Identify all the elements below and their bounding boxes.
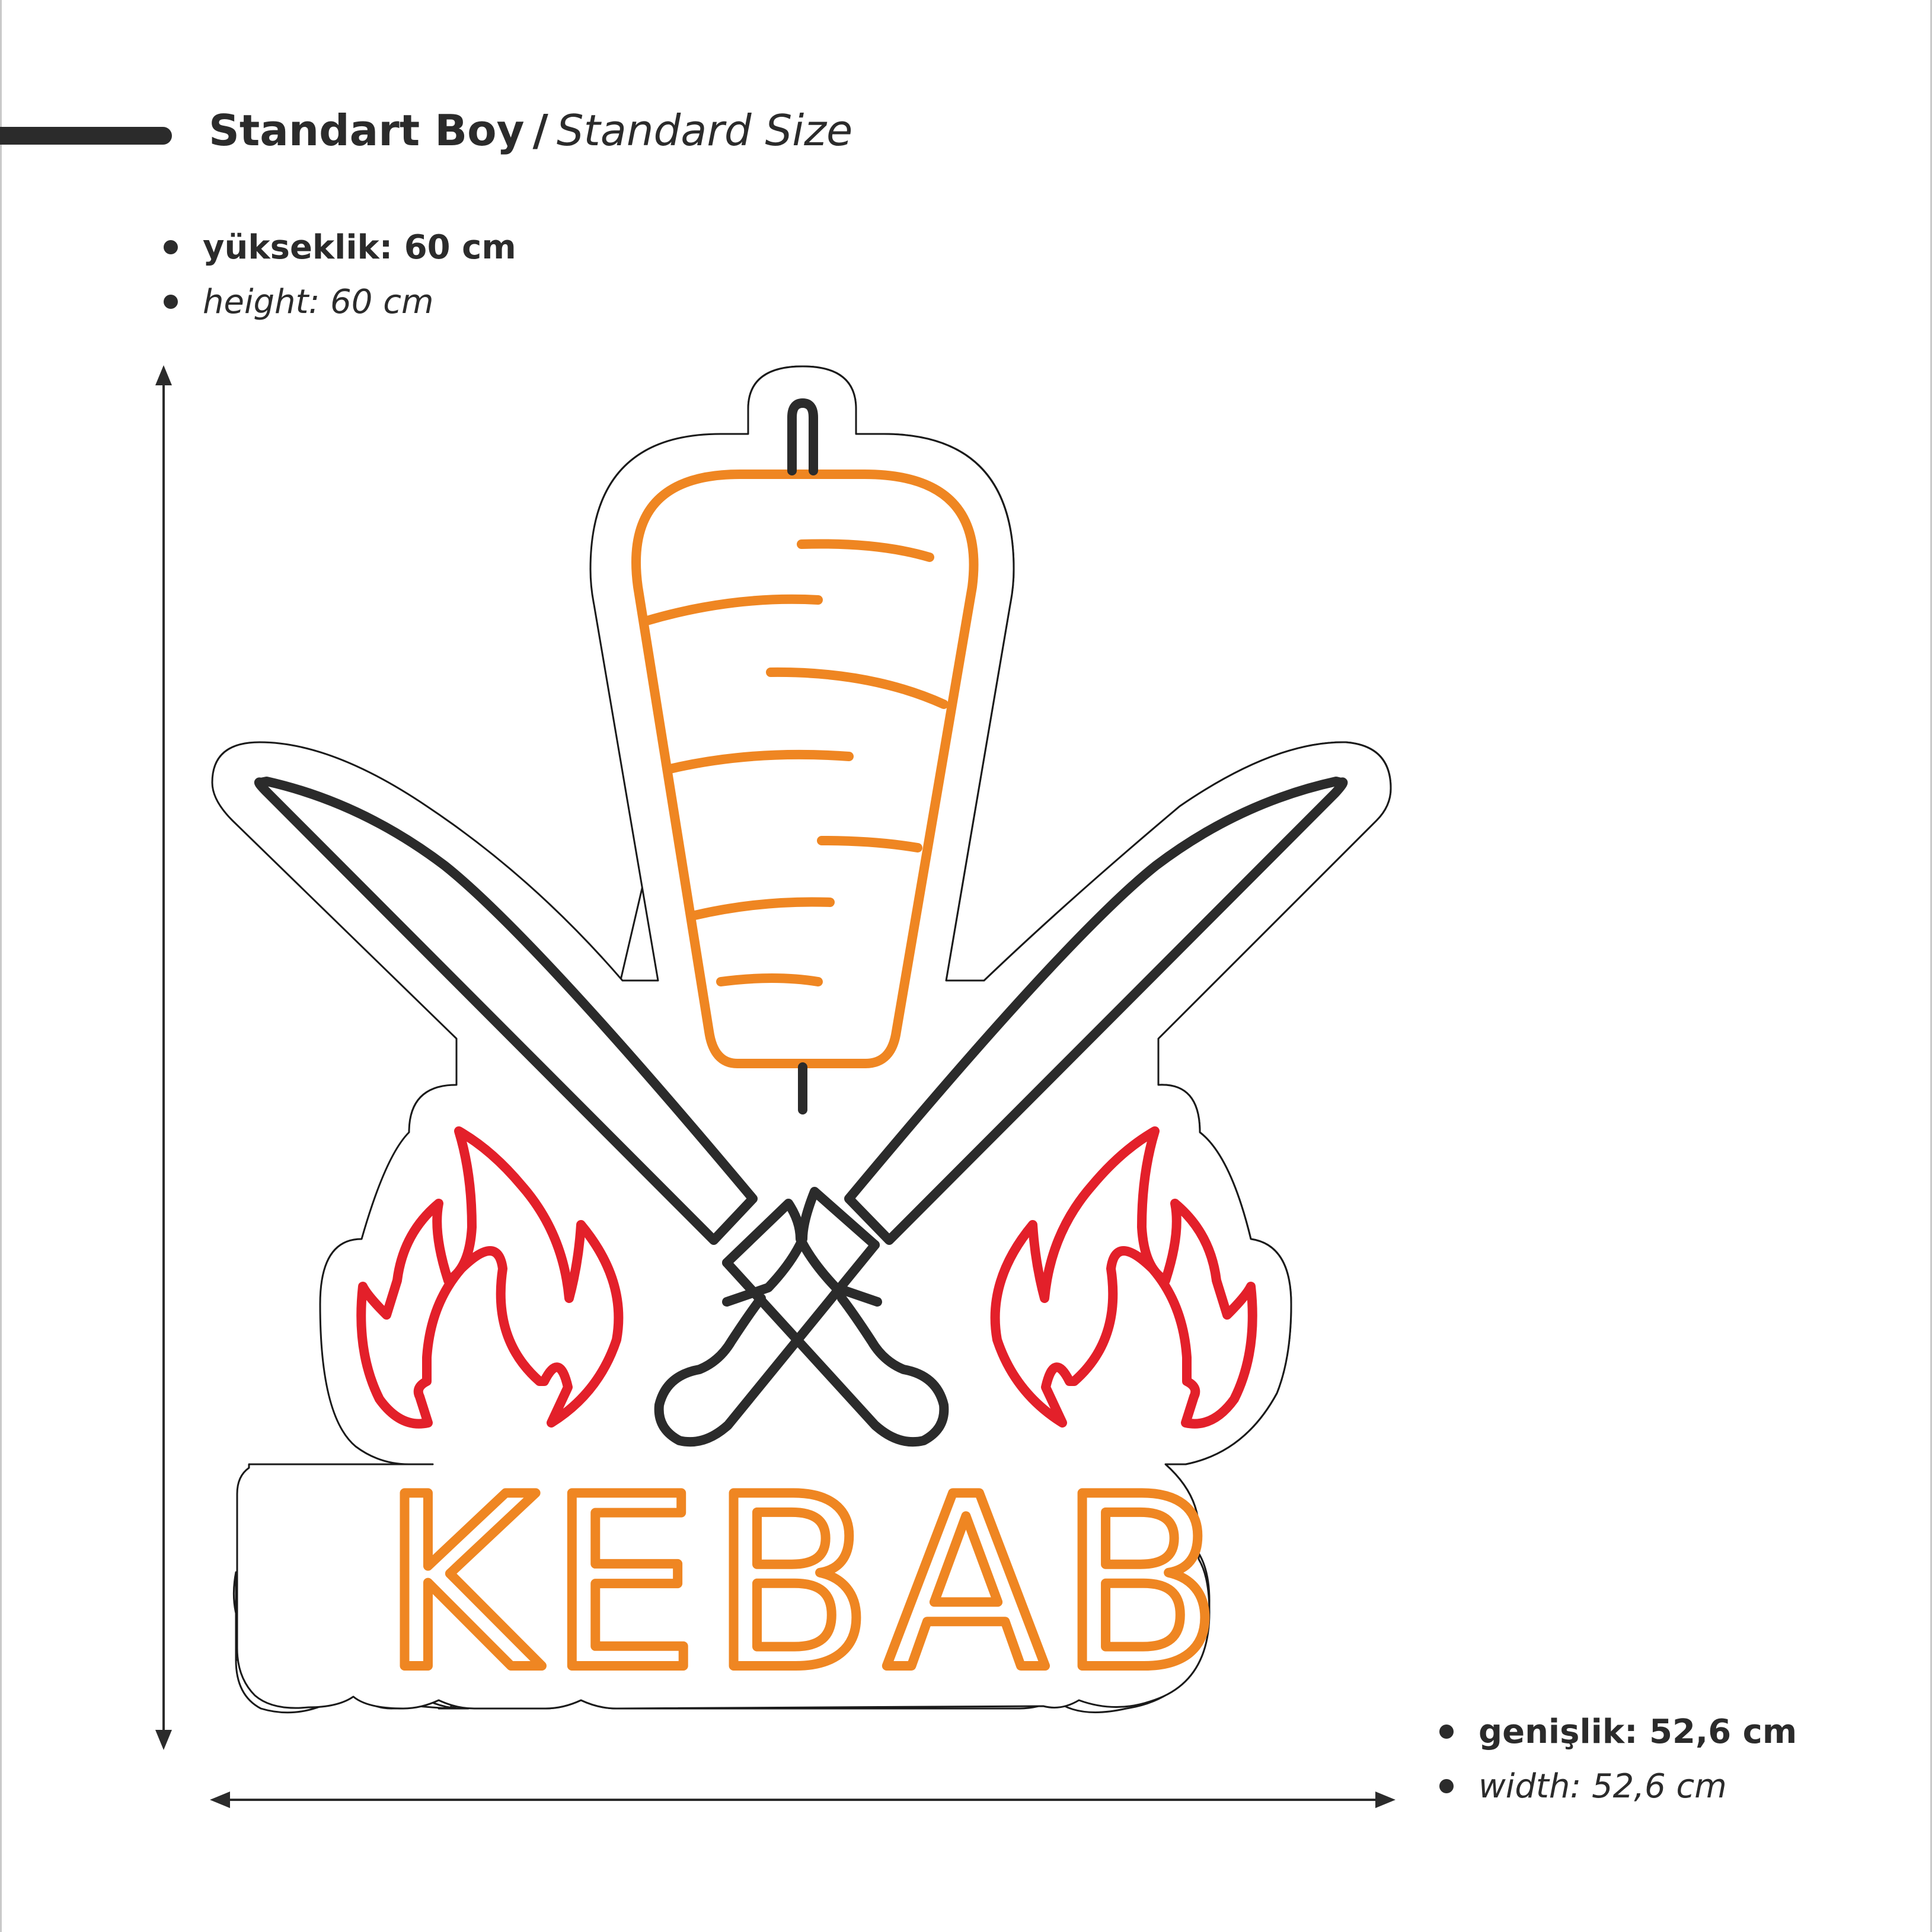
sign-text-kebab: KEBAB [381,1446,1234,1722]
width-spec-en: width: 52,6 cm [1439,1763,1727,1810]
height-label-en: height: 60 cm [203,283,434,321]
acrylic-backing-shape [211,365,1392,1710]
bullet-dot [164,239,178,254]
title-accent-bar [0,127,172,145]
right-frame-edge [1930,0,1932,1932]
width-dimension-arrow [210,1792,1395,1808]
bullet-dot [164,294,178,309]
title-primary: Standart Boy [209,106,525,155]
doner-kebab-icon [631,470,979,1068]
height-dimension-arrow [155,365,172,1750]
page-title: Standart Boy/Standard Size [209,101,852,160]
bullet-dot [1439,1724,1454,1739]
width-label-en: width: 52,6 cm [1478,1767,1727,1806]
height-spec-tr: yükseklik: 60 cm [164,224,516,272]
spit-rod [787,398,818,1115]
width-spec-tr: genişlik: 52,6 cm [1439,1709,1797,1756]
right-flames-icon [990,1126,1257,1429]
left-frame-edge [0,0,2,1932]
height-spec-en: height: 60 cm [164,279,434,326]
height-label-tr: yükseklik: 60 cm [203,228,516,267]
title-secondary: Standard Size [556,106,853,155]
width-label-tr: genişlik: 52,6 cm [1478,1713,1797,1751]
crossed-knives-icon [254,777,1348,1447]
left-flames-icon [356,1126,624,1429]
bullet-dot [1439,1778,1454,1793]
title-separator: / [532,106,548,155]
